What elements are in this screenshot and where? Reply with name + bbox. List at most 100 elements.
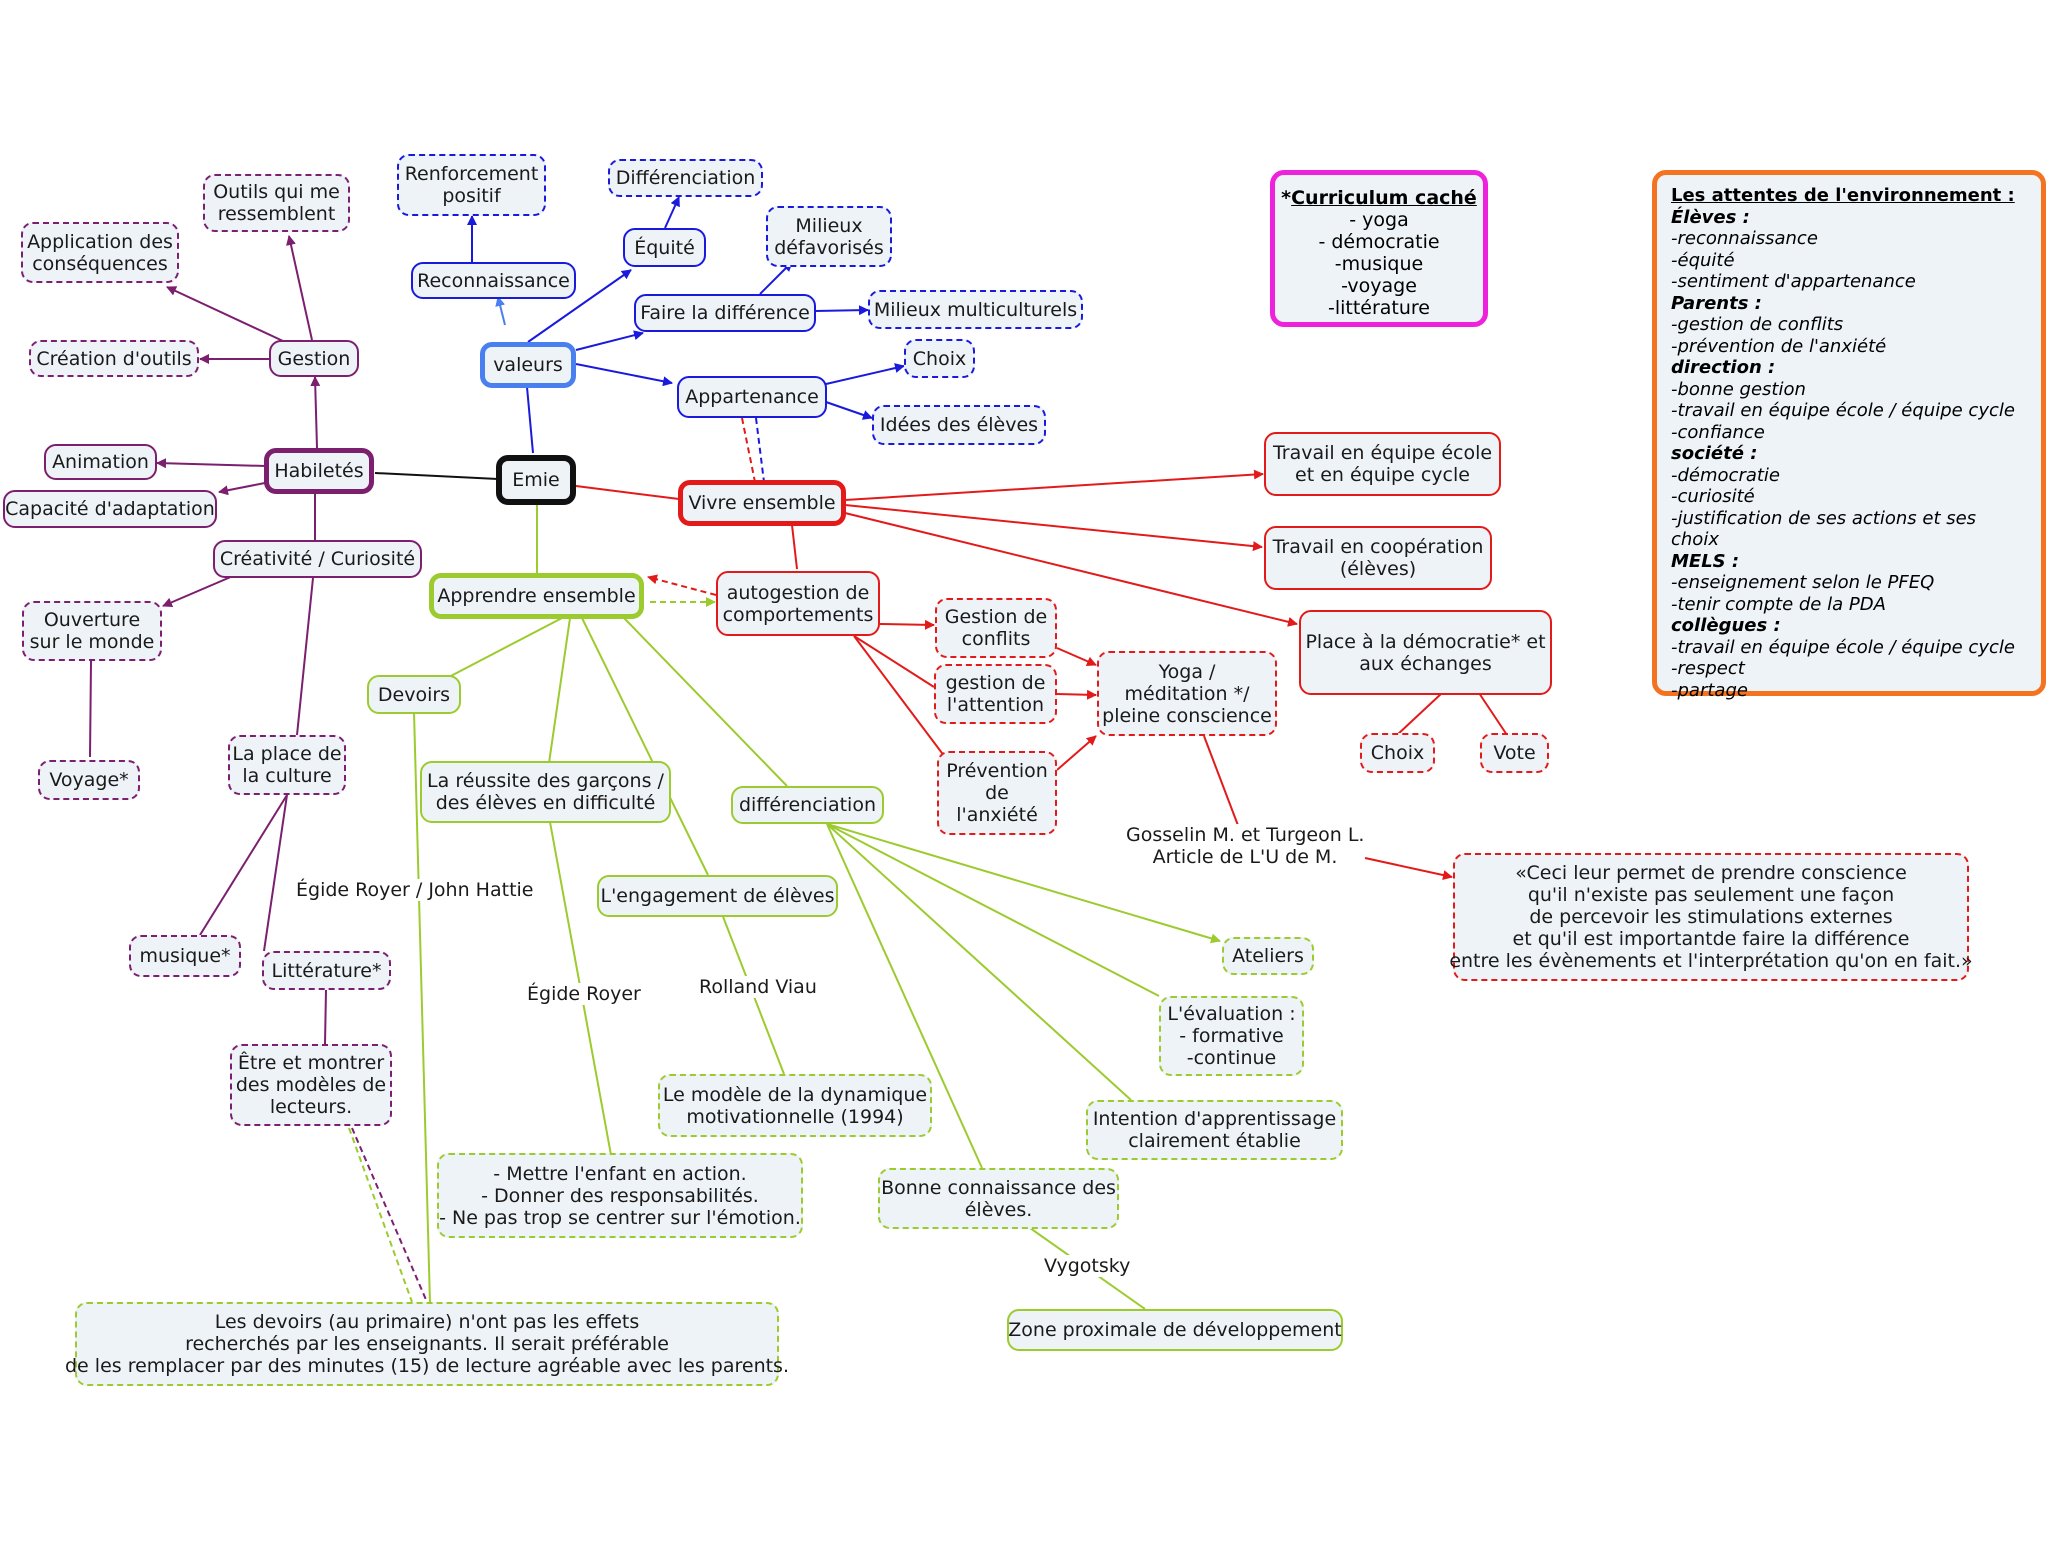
node-label: Appartenance [685,386,819,408]
node-label-line: La place de [232,743,342,765]
node-label-line: Le modèle de la dynamique [662,1083,928,1106]
node-label-line: qu'il n'existe pas seulement une façon [1527,884,1895,906]
node-engagement[interactable]: L'engagement de élèves [597,875,838,917]
node-label-line: gestion de [945,672,1046,694]
node-vote[interactable]: Vote [1480,733,1549,773]
node-label-line: des élèves en difficulté [435,792,656,814]
node-label-line: Yoga / [1158,660,1216,683]
node-label-line: Outils qui me [213,181,340,203]
node-travail-cooperation[interactable]: Travail en coopération(élèves) [1264,526,1492,590]
node-mettre-action[interactable]: - Mettre l'enfant en action.- Donner des… [437,1153,803,1238]
node-idees-eleves[interactable]: Idées des élèves [872,405,1046,445]
curriculum-item: - yoga [1349,209,1409,231]
node-label: L'engagement de élèves [600,885,835,907]
node-devoirs-note[interactable]: Les devoirs (au primaire) n'ont pas les … [65,1302,789,1386]
node-label-line: autogestion de [726,581,870,604]
node-ateliers[interactable]: Ateliers [1222,937,1314,975]
node-yoga[interactable]: Yoga /méditation */pleine conscience [1097,651,1277,736]
node-label-line: défavorisés [774,236,884,259]
node-appartenance[interactable]: Appartenance [677,376,827,418]
node-apprendre-ensemble[interactable]: Apprendre ensemble [429,573,644,619]
node-vivre-ensemble[interactable]: Vivre ensemble [678,480,846,526]
node-label-line: - Ne pas trop se centrer sur l'émotion. [439,1206,801,1229]
label-line: Gosselin M. et Turgeon L. [1126,824,1365,846]
attentes-item: -gestion de conflits [1671,314,1844,335]
label-line: Article de L'U de M. [1152,846,1338,868]
node-creativite[interactable]: Créativité / Curiosité [213,540,422,578]
node-label: Animation [52,451,149,473]
node-label-line: aux échanges [1359,652,1492,675]
attentes-item: -enseignement selon le PFEQ [1671,572,1935,593]
node-label-line: motivationnelle (1994) [686,1105,904,1128]
attentes-section-parents: Parents : [1671,292,1762,314]
node-zone-proximale[interactable]: Zone proximale de développement [1007,1309,1343,1351]
node-label: différenciation [738,794,876,816]
node-habiletes[interactable]: Habiletés [264,448,374,494]
node-label-line: méditation */ [1124,682,1250,705]
node-label-line: lecteurs. [269,1096,353,1118]
node-evaluation[interactable]: L'évaluation :- formative-continue [1159,996,1304,1076]
node-label-line: Milieux [795,214,863,237]
node-equite[interactable]: Équité [623,228,706,267]
node-musique[interactable]: musique* [129,935,241,977]
node-choix-bottom[interactable]: Choix [1360,733,1435,773]
attentes-item: -respect [1671,658,1745,679]
node-animation[interactable]: Animation [44,444,157,480]
node-label-line: «Ceci leur permet de prendre conscience [1515,862,1907,884]
node-creation-outils[interactable]: Création d'outils [29,340,199,377]
label-egide-royer: Égide Royer [527,983,641,1005]
node-choix-top[interactable]: Choix [904,339,975,378]
node-valeurs[interactable]: valeurs [480,342,576,388]
node-devoirs[interactable]: Devoirs [367,675,461,714]
node-label: Apprendre ensemble [437,585,636,607]
node-differenciation[interactable]: différenciation [731,786,884,824]
node-adaptation[interactable]: Capacité d'adaptation [3,490,217,528]
node-label-line: conséquences [32,252,168,275]
node-differenciation-top[interactable]: Différenciation [608,159,763,197]
attentes-item: -sentiment d'appartenance [1671,271,1916,292]
node-label-line: la culture [242,765,332,787]
node-label-line: positif [442,185,501,207]
node-gestion[interactable]: Gestion [269,340,359,377]
node-voyage[interactable]: Voyage* [38,760,140,800]
node-label-line: élèves. [964,1198,1033,1221]
node-label: Créativité / Curiosité [219,548,416,570]
node-label-line: - Donner des responsabilités. [481,1184,759,1207]
node-label: Voyage* [49,769,129,791]
attentes-section-mels: MELS : [1671,550,1740,572]
node-label-line: Travail en coopération [1272,536,1484,558]
attentes-item: -curiosité [1671,486,1755,507]
node-faire-difference[interactable]: Faire la différence [634,294,816,332]
node-milieux-multiculturels[interactable]: Milieux multiculturels [868,290,1083,329]
node-reussite[interactable]: La réussite des garçons /des élèves en d… [420,761,671,823]
node-litterature[interactable]: Littérature* [262,951,391,990]
curriculum-item: -voyage [1341,275,1417,297]
node-label: Reconnaissance [417,269,570,292]
attentes-item: -travail en équipe école / équipe cycle [1671,400,2015,421]
node-label: Capacité d'adaptation [5,498,215,520]
node-label-line: Application des [27,230,173,253]
central-node-emie[interactable]: Emie [496,455,576,505]
label-royer-hattie: Égide Royer / John Hattie [296,879,534,901]
node-reconnaissance[interactable]: Reconnaissance [411,262,576,299]
node-label-line: et qu'il est importantde faire la différ… [1512,928,1910,950]
attentes-item: -partage [1671,679,1748,701]
attentes-item: -démocratie [1671,464,1781,486]
